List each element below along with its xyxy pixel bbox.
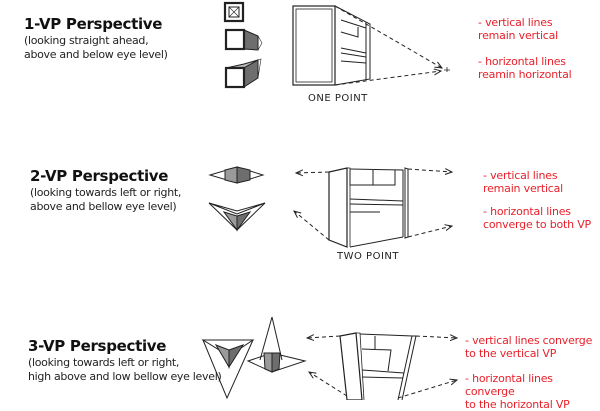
note-line: - horizontal lines [478, 55, 566, 68]
note-line: reamin horizontal [478, 68, 572, 81]
note-horizontal: - horizontal lines reamin horizontal [478, 55, 572, 81]
perspective-drawings [201, 1, 600, 400]
three-point-below-icon [246, 316, 307, 373]
section-subtitle: (looking straight ahead, above and below… [24, 34, 168, 62]
subtitle-line: (looking straight ahead, [24, 34, 149, 47]
note-line: - vertical lines converge [465, 334, 593, 347]
note-line: - vertical lines [483, 169, 558, 182]
note-line: - horizontal lines [483, 205, 571, 218]
note-line: - horizontal lines converge [465, 372, 553, 398]
one-point-caption: ONE POINT [308, 93, 368, 104]
diamond-eye-level-icon [208, 166, 265, 184]
note-line: remain vertical [483, 182, 564, 195]
section-subtitle: (looking towards left or right, above an… [30, 186, 181, 214]
note-line: converge to both VP [483, 218, 591, 231]
note-vertical: - vertical lines remain vertical [483, 169, 563, 195]
section-subtitle: (looking towards left or right, high abo… [28, 356, 222, 384]
note-vertical: - vertical lines remain vertical [478, 16, 558, 42]
box-front-icon [223, 1, 245, 23]
note-line: remain vertical [478, 29, 559, 42]
one-point-cabinet [292, 5, 450, 86]
subtitle-line: (looking towards left or right, [28, 356, 180, 369]
three-point-cabinet [307, 332, 457, 400]
note-line: - vertical lines [478, 16, 553, 29]
subtitle-line: above and bellow eye level) [30, 200, 177, 213]
two-point-caption: TWO POINT [337, 251, 399, 262]
section-title: 3-VP Perspective [28, 337, 167, 355]
section-title: 2-VP Perspective [30, 167, 169, 185]
box-side-icon [224, 28, 263, 51]
subtitle-line: high above and low bellow eye level) [28, 370, 222, 383]
note-vertical: - vertical lines converge to the vertica… [465, 334, 592, 360]
box-angle-icon [224, 58, 262, 89]
subtitle-line: above and below eye level) [24, 48, 168, 61]
note-horizontal: - horizontal lines converge to both VP [483, 205, 591, 231]
note-line: to the vertical VP [465, 347, 557, 360]
two-point-cabinet [294, 167, 452, 248]
three-point-above-icon [201, 339, 255, 400]
diamond-below-icon [208, 202, 266, 232]
section-title: 1-VP Perspective [24, 15, 163, 33]
subtitle-line: (looking towards left or right, [30, 186, 182, 199]
